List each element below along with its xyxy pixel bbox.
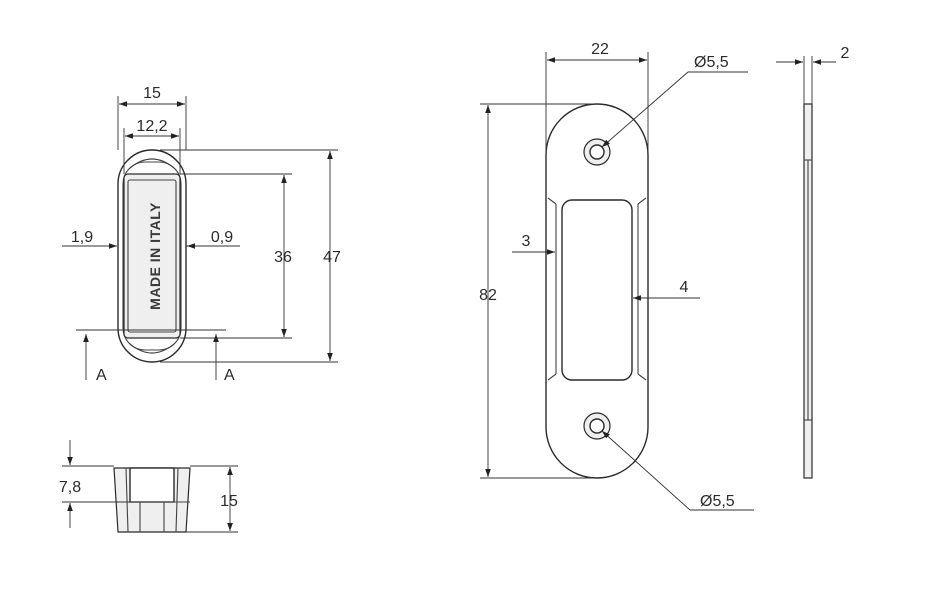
insert-top-view: MADE IN ITALY bbox=[117, 149, 187, 363]
dim-label-47: 47 bbox=[323, 249, 341, 266]
dim-height-36: 36 bbox=[180, 173, 292, 339]
dim-label-82: 82 bbox=[479, 287, 497, 304]
screw-hole-top-inner bbox=[589, 144, 605, 160]
dim-thickness-2: 2 bbox=[776, 45, 850, 104]
insert-pocket bbox=[123, 173, 181, 339]
section-line-a: A A bbox=[76, 329, 235, 384]
insert-rim bbox=[122, 161, 182, 351]
insert-side-pocket bbox=[129, 467, 175, 503]
dim-label-15-side: 15 bbox=[220, 493, 238, 510]
dim-label-36: 36 bbox=[274, 249, 292, 266]
screw-hole-bottom-inner bbox=[589, 418, 605, 434]
section-label-left: A bbox=[96, 367, 107, 384]
dim-label-12-2: 12,2 bbox=[136, 118, 167, 135]
dim-label-22: 22 bbox=[591, 41, 609, 58]
dim-height-82: 82 bbox=[479, 103, 597, 479]
dim-diameter-bottom: Ø5,5 bbox=[601, 430, 754, 511]
dim-height-15-side: 15 bbox=[186, 465, 238, 533]
insert-pocket-inner bbox=[127, 179, 177, 333]
dim-label-dia-bottom: Ø5,5 bbox=[700, 493, 735, 510]
dim-label-2: 2 bbox=[841, 45, 850, 62]
strike-plate-front bbox=[545, 103, 649, 479]
section-label-right: A bbox=[224, 367, 235, 384]
dim-rail-4: 4 bbox=[633, 279, 700, 301]
dim-label-15: 15 bbox=[143, 85, 161, 102]
dim-label-1-9: 1,9 bbox=[71, 229, 93, 246]
dim-diameter-top: Ø5,5 bbox=[601, 54, 748, 148]
dim-rail-3: 3 bbox=[512, 233, 555, 255]
dim-width-15: 15 bbox=[117, 85, 187, 150]
dim-height-47: 47 bbox=[160, 149, 341, 363]
dim-label-7-8: 7,8 bbox=[59, 479, 81, 496]
latch-window bbox=[561, 199, 633, 381]
dim-width-22: 22 bbox=[545, 41, 649, 150]
dim-label-dia-top: Ø5,5 bbox=[694, 54, 729, 71]
dim-label-0-9: 0,9 bbox=[211, 229, 233, 246]
dim-label-4: 4 bbox=[680, 279, 689, 296]
dim-label-3: 3 bbox=[522, 233, 531, 250]
dim-wall-thickness: 1,9 0,9 bbox=[62, 229, 240, 249]
made-in-italy-stamp: MADE IN ITALY bbox=[147, 202, 163, 310]
insert-top-arc bbox=[129, 158, 175, 169]
dim-depth-7-8: 7,8 bbox=[59, 440, 130, 528]
insert-side-view bbox=[113, 467, 191, 533]
insert-bottom-arc bbox=[129, 343, 175, 354]
dim-width-12-2: 12,2 bbox=[123, 118, 181, 174]
strike-plate-side bbox=[803, 103, 813, 479]
